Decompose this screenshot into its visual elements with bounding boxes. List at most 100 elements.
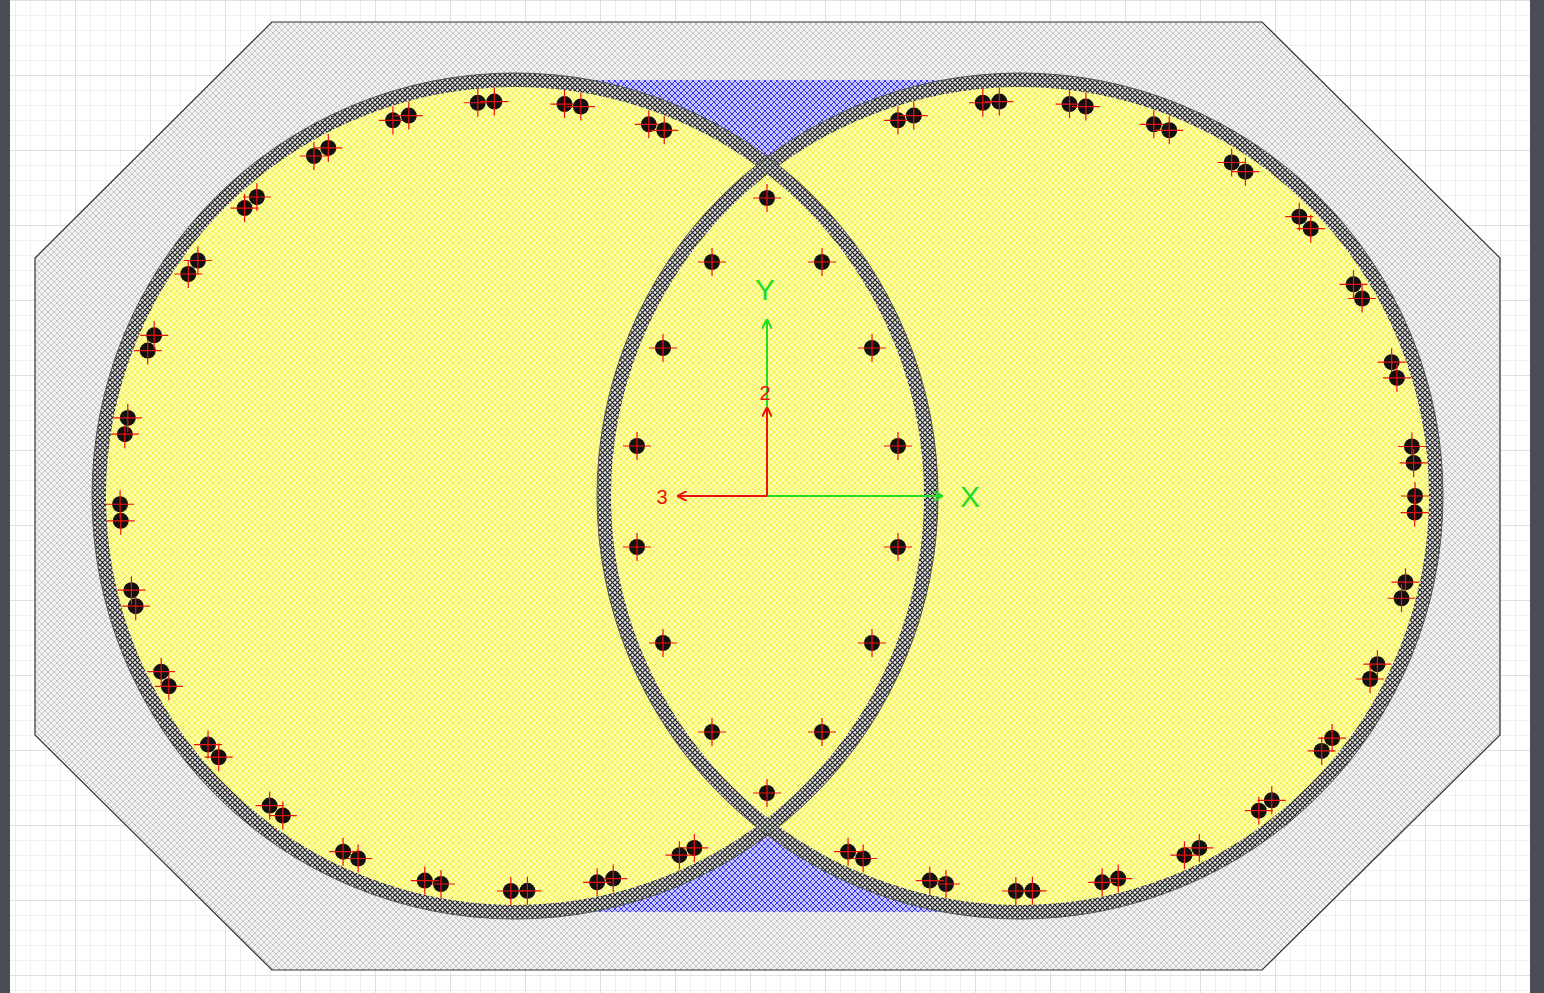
- rebar-cross: [665, 841, 693, 869]
- rebar-cross: [147, 658, 175, 686]
- rebar-cross: [1400, 449, 1428, 477]
- rebar: [1383, 364, 1411, 392]
- rebar: [147, 658, 175, 686]
- rebar-cross: [649, 334, 677, 362]
- rebar: [106, 490, 134, 518]
- rebar-cross: [884, 432, 912, 460]
- rebar-cross: [1155, 116, 1183, 144]
- rebar-cross: [808, 718, 836, 746]
- rebar-cross: [1348, 285, 1376, 313]
- rebar: [1002, 877, 1030, 905]
- circle-core: [604, 80, 1436, 912]
- rebar-cross: [1231, 158, 1259, 186]
- rebar: [698, 718, 726, 746]
- window-border: [0, 0, 10, 993]
- rebar-cross: [808, 248, 836, 276]
- rebar: [583, 868, 611, 896]
- rebar-cross: [1308, 737, 1336, 765]
- casing-ring: [604, 80, 1436, 912]
- rebar: [256, 792, 284, 820]
- rebar-cross: [1388, 584, 1416, 612]
- rebar: [623, 533, 651, 561]
- rebar: [1072, 93, 1100, 121]
- local-3-axis: [678, 495, 767, 497]
- rebar-cross: [753, 184, 781, 212]
- rebar-cross: [314, 134, 342, 162]
- rebar: [1245, 797, 1273, 825]
- rebar-cross: [916, 867, 944, 895]
- rebar: [117, 576, 145, 604]
- rebar-cross: [583, 868, 611, 896]
- rebar: [650, 116, 678, 144]
- rebar: [1297, 215, 1325, 243]
- rebar-cross: [194, 731, 222, 759]
- rebar: [808, 248, 836, 276]
- casing-edge: [597, 73, 1443, 919]
- rebar: [808, 718, 836, 746]
- rebar: [1400, 449, 1428, 477]
- rebar: [698, 248, 726, 276]
- rebar: [1356, 665, 1384, 693]
- rebar: [184, 246, 212, 274]
- rebar-cross: [243, 183, 271, 211]
- rebar: [649, 334, 677, 362]
- rebar-cross: [884, 533, 912, 561]
- rebar: [985, 88, 1013, 116]
- rebar: [1348, 285, 1376, 313]
- rebar: [1155, 116, 1183, 144]
- rebar-cross: [1170, 841, 1198, 869]
- rebar-cross: [623, 432, 651, 460]
- rebar-cross: [858, 334, 886, 362]
- axis-label: X: [960, 482, 980, 512]
- rebar: [329, 838, 357, 866]
- rebar-cross: [985, 88, 1013, 116]
- x-axis: [767, 495, 942, 497]
- rebar: [140, 321, 168, 349]
- rebar: [665, 841, 693, 869]
- rebar: [900, 102, 928, 130]
- rebar-cross: [480, 88, 508, 116]
- rebar: [884, 432, 912, 460]
- rebar-cross: [858, 629, 886, 657]
- rebar-cross: [1245, 797, 1273, 825]
- rebar: [1308, 737, 1336, 765]
- rebar-cross: [114, 404, 142, 432]
- rebar-cross: [1401, 499, 1429, 527]
- rebar: [395, 102, 423, 130]
- rebar-cross: [753, 779, 781, 807]
- rebar-cross: [184, 246, 212, 274]
- rebar: [567, 93, 595, 121]
- rebar-cross: [140, 321, 168, 349]
- rebar: [623, 432, 651, 460]
- rebar-cross: [1002, 877, 1030, 905]
- rebar-cross: [117, 576, 145, 604]
- rebar-cross: [900, 102, 928, 130]
- rebar-cross: [1383, 364, 1411, 392]
- rebar-cross: [834, 838, 862, 866]
- rebar: [1388, 584, 1416, 612]
- rebar-cross: [411, 867, 439, 895]
- rebar: [649, 629, 677, 657]
- rebar: [411, 867, 439, 895]
- rebar-cross: [395, 102, 423, 130]
- rebar: [858, 334, 886, 362]
- rebar: [497, 877, 525, 905]
- rebar-cross: [106, 490, 134, 518]
- octagon-section: [35, 22, 1500, 970]
- rebar: [1401, 499, 1429, 527]
- rebar-cross: [329, 838, 357, 866]
- rebar: [1088, 868, 1116, 896]
- rebar-cross: [1297, 215, 1325, 243]
- rebar-cross: [650, 116, 678, 144]
- rebar-cross: [1072, 93, 1100, 121]
- rebar-cross: [1356, 665, 1384, 693]
- axis-label: 3: [656, 487, 667, 507]
- rebar: [314, 134, 342, 162]
- window-border: [1530, 0, 1544, 993]
- local-2-axis: [766, 408, 768, 496]
- rebar: [858, 629, 886, 657]
- axis-label: 2: [759, 383, 770, 403]
